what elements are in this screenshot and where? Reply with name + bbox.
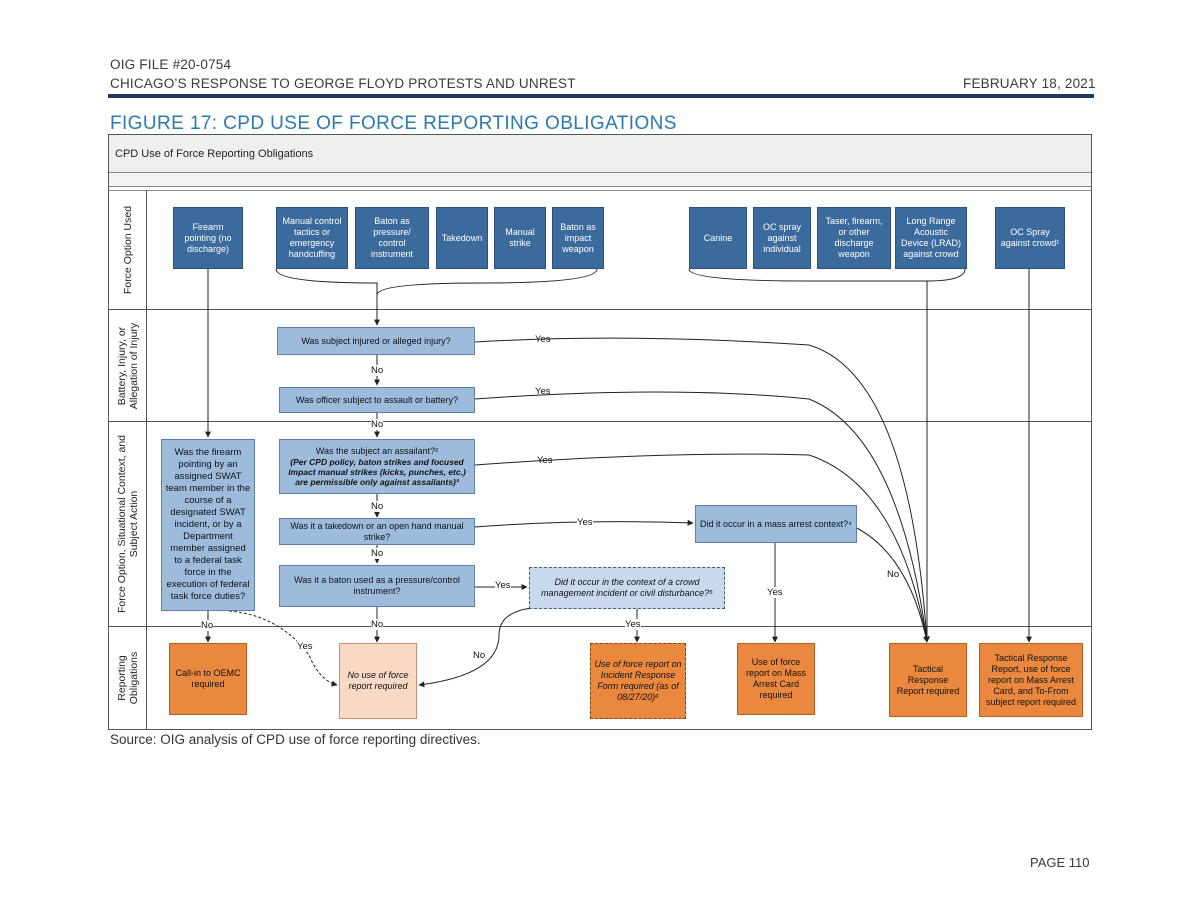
arrow-crowd-no bbox=[418, 606, 550, 688]
label-takedown-yes: Yes bbox=[577, 517, 593, 528]
figure-title: FIGURE 17: CPD USE OF FORCE REPORTING OB… bbox=[110, 113, 677, 134]
label-crowd-yes: Yes bbox=[625, 619, 641, 630]
question-officer-assault: Was officer subject to assault or batter… bbox=[279, 387, 475, 413]
report-subtitle: CHICAGO’S RESPONSE TO GEORGE FLOYD PROTE… bbox=[110, 76, 576, 91]
question-crowd: Did it occur in the context of a crowd m… bbox=[529, 567, 725, 609]
force-baton-impact: Baton as impact weapon bbox=[552, 207, 604, 269]
force-lrad: Long Range Acoustic Device (LRAD) agains… bbox=[895, 207, 967, 269]
diagram-title: CPD Use of Force Reporting Obligations bbox=[109, 135, 1091, 173]
report-none: No use of force report required bbox=[339, 643, 417, 719]
label-assailant-yes: Yes bbox=[537, 455, 553, 466]
report-trr-full: Tactical Response Report, use of force r… bbox=[979, 643, 1083, 717]
flowchart: CPD Use of Force Reporting Obligations F… bbox=[108, 134, 1092, 730]
report-trr: Tactical Response Report required bbox=[889, 643, 967, 717]
report-date: FEBRUARY 18, 2021 bbox=[963, 76, 1096, 91]
label-baton-no: No bbox=[371, 619, 384, 630]
force-takedown: Takedown bbox=[436, 207, 488, 269]
arrow-swat-yes bbox=[228, 610, 338, 687]
force-oc-crowd: OC Spray against crowd¹ bbox=[995, 207, 1065, 269]
question-baton: Was it a baton used as a pressure/contro… bbox=[279, 565, 475, 607]
label-officer-yes: Yes bbox=[535, 386, 551, 397]
force-canine: Canine bbox=[689, 207, 747, 269]
assailant-note: (Per CPD policy, baton strikes and focus… bbox=[288, 457, 466, 487]
label-injured-no: No bbox=[371, 365, 384, 376]
label-baton-yes: Yes bbox=[495, 580, 511, 591]
brace-right-group bbox=[688, 268, 966, 282]
question-takedown: Was it a takedown or an open hand manual… bbox=[279, 518, 475, 545]
label-assailant-no: No bbox=[371, 501, 384, 512]
label-crowd-no: No bbox=[473, 650, 486, 661]
label-officer-no: No bbox=[371, 419, 384, 430]
report-incident-form: Use of force report on Incident Response… bbox=[590, 643, 686, 719]
force-manual-control: Manual control tactics or emergency hand… bbox=[276, 207, 348, 269]
lane-battery: Battery, Injury, or Allegation of Injury bbox=[109, 310, 1091, 422]
header-band-3 bbox=[109, 187, 1091, 191]
arrow-injured-yes bbox=[474, 337, 930, 643]
label-swat-no: No bbox=[201, 620, 214, 631]
label-mass-yes: Yes bbox=[767, 587, 783, 598]
question-swat: Was the firearm pointing by an assigned … bbox=[161, 439, 255, 611]
arrow-mass-no-to-trr bbox=[854, 526, 929, 643]
question-assailant: Was the subject an assailant?² (Per CPD … bbox=[279, 439, 475, 494]
label-injured-yes: Yes bbox=[535, 334, 551, 345]
report-mass-arrest-card: Use of force report on Mass Arrest Card … bbox=[737, 643, 815, 715]
lane-context: Force Option, Situational Context, and S… bbox=[109, 422, 1091, 627]
question-mass-arrest: Did it occur in a mass arrest context?⁴ bbox=[695, 505, 857, 543]
label-mass-no: No bbox=[887, 569, 900, 580]
force-firearm-pointing: Firearm pointing (no discharge) bbox=[173, 207, 243, 269]
page-number: PAGE 110 bbox=[1030, 855, 1090, 870]
label-swat-yes: Yes bbox=[297, 641, 313, 652]
brace-manual-group bbox=[275, 268, 598, 296]
source-note: Source: OIG analysis of CPD use of force… bbox=[110, 732, 481, 747]
arrow-officer-yes bbox=[474, 391, 928, 643]
file-number: OIG FILE #20-0754 bbox=[110, 57, 232, 72]
lane-force-option: Force Option Used bbox=[109, 191, 1091, 310]
lane-reporting: Reporting Obligations bbox=[109, 627, 1091, 729]
question-injured: Was subject injured or alleged injury? bbox=[277, 327, 475, 355]
header-rule bbox=[108, 94, 1094, 98]
report-oemc: Call-in to OEMC required bbox=[169, 643, 247, 715]
arrow-assailant-yes bbox=[474, 453, 928, 643]
force-taser: Taser, firearm, or other discharge weapo… bbox=[817, 207, 891, 269]
force-baton-pressure: Baton as pressure/ control instrument bbox=[355, 207, 429, 269]
force-oc-individual: OC spray against individual bbox=[753, 207, 811, 269]
label-takedown-no: No bbox=[371, 548, 384, 559]
force-manual-strike: Manual strike bbox=[494, 207, 546, 269]
header-band-1 bbox=[109, 173, 1091, 187]
assailant-question: Was the subject an assailant?² bbox=[315, 446, 439, 456]
connector-lines bbox=[205, 268, 1032, 688]
